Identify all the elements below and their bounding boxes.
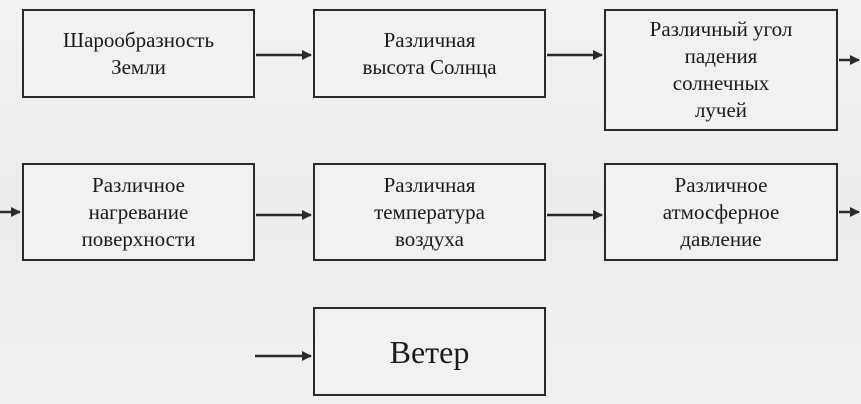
box-sun-height: Различная высота Солнца — [313, 9, 546, 98]
box-label: Различное нагревание поверхности — [81, 172, 196, 251]
box-air-temperature: Различная температура воздуха — [313, 163, 546, 261]
box-label: Ветер — [389, 333, 470, 370]
box-label: Различный угол падения солнечных лучей — [649, 17, 793, 122]
box-label: Различное атмосферное давление — [662, 172, 780, 251]
box-surface-heating: Различное нагревание поверхности — [22, 163, 255, 261]
box-sphericity-of-earth: Шарообразность Земли — [22, 9, 255, 98]
box-atmospheric-pressure: Различное атмосферное давление — [604, 163, 838, 261]
box-label: Различная высота Солнца — [362, 27, 497, 79]
box-label: Шарообразность Земли — [62, 27, 215, 79]
box-label: Различная температура воздуха — [374, 172, 485, 251]
box-wind: Ветер — [313, 307, 546, 396]
box-incidence-angle: Различный угол падения солнечных лучей — [604, 9, 838, 131]
